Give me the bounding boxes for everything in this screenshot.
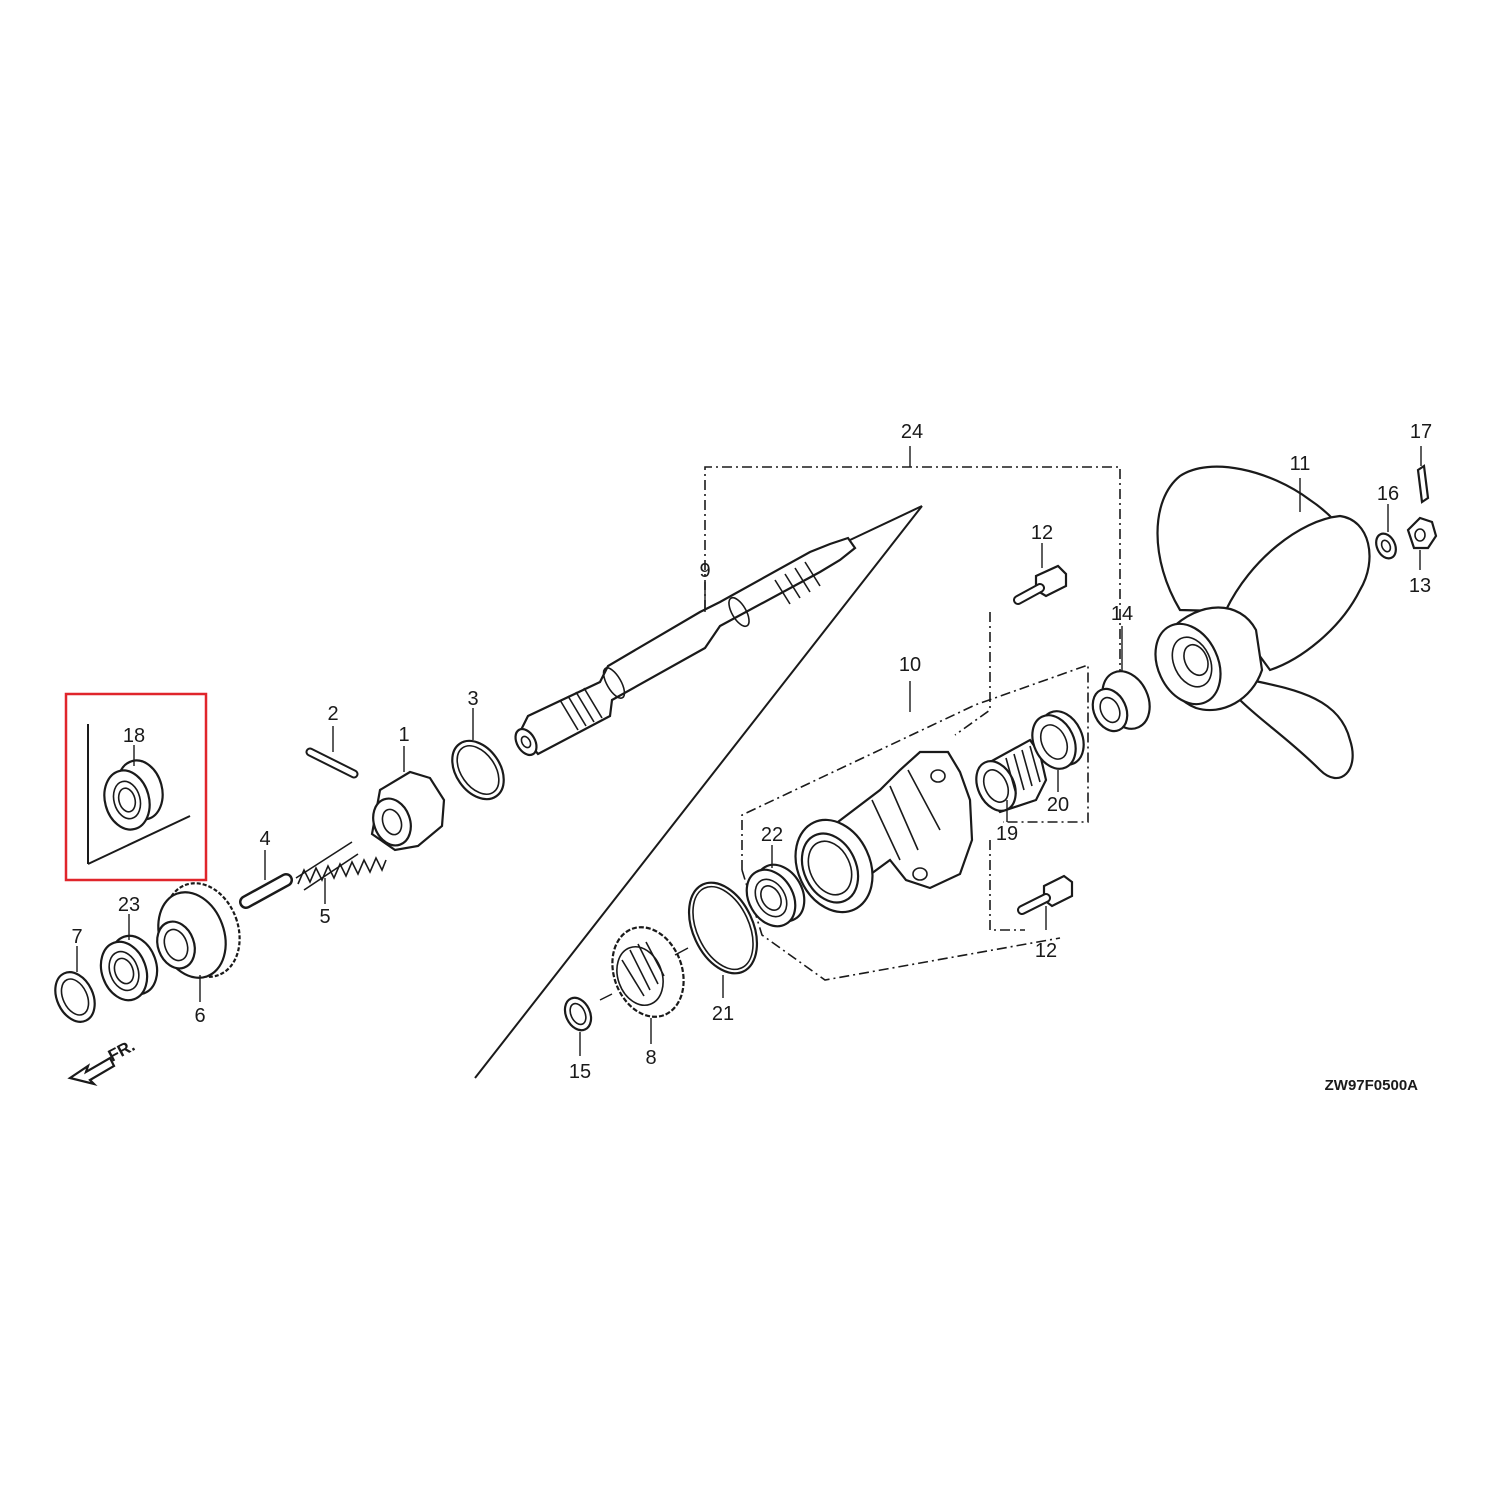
washer-15[interactable]: 15 [560,994,596,1083]
callout-2: 2 [327,703,338,725]
callout-13: 13 [1409,575,1431,597]
bolt-12-bottom[interactable]: 12 [1017,874,1074,962]
washer-16[interactable]: 16 [1372,483,1399,562]
bearing-23[interactable]: 23 [93,894,165,1007]
bearing-22[interactable]: 22 [737,824,814,935]
callout-17: 17 [1410,421,1432,443]
callout-23: 23 [118,894,140,916]
drawing-code: ZW97F0500A [1325,1077,1419,1094]
thrust-washer-14[interactable]: 14 [1086,603,1158,737]
callout-14: 14 [1111,603,1133,625]
front-direction-arrow: FR. [67,1036,138,1087]
propeller-11[interactable]: 11 [1143,453,1371,780]
callout-20: 20 [1047,794,1069,816]
clutch-shifter-1[interactable]: 1 [367,724,446,852]
pin-4[interactable]: 4 [239,828,293,909]
o-ring-21[interactable]: 21 [676,872,771,1025]
bevel-gear-8[interactable]: 8 [599,917,696,1069]
cotter-pin-17[interactable]: 17 [1410,421,1432,504]
callout-5: 5 [319,906,330,928]
callout-1: 1 [398,724,409,746]
bolt-12-top[interactable]: 12 [1013,522,1068,605]
needle-bearing-19[interactable]: 19 [969,738,1048,845]
ring-3[interactable]: 3 [442,688,515,809]
washer-7[interactable]: 7 [48,926,103,1028]
callout-19: 19 [996,823,1018,845]
propeller-shaft-9[interactable]: 9 [511,536,857,759]
callout-4: 4 [259,828,270,850]
assembly-outline [474,505,923,1079]
callout-6: 6 [194,1005,205,1027]
callout-18: 18 [123,725,145,747]
gear-6[interactable]: 6 [147,873,252,1027]
callout-11: 11 [1290,453,1311,475]
callout-7: 7 [71,926,82,948]
callout-15: 15 [569,1061,591,1083]
spring-5[interactable]: 5 [295,841,387,928]
callout-8: 8 [645,1047,656,1069]
callout-10: 10 [899,654,921,676]
callout-12-bottom: 12 [1035,940,1057,962]
callout-21: 21 [712,1003,734,1025]
castle-nut-13[interactable]: 13 [1406,516,1438,597]
callout-3: 3 [467,688,478,710]
bearing-holder-10[interactable] [781,750,974,925]
callout-9: 9 [699,560,710,582]
oil-seal-20[interactable]: 20 [1024,704,1092,816]
bracket-24: 24 [704,421,1121,672]
bearing-18[interactable] [98,755,169,834]
pin-2[interactable]: 2 [305,703,359,779]
callout-24: 24 [901,421,923,443]
callout-12-top: 12 [1031,522,1053,544]
callout-16: 16 [1377,483,1399,505]
highlight-box-18[interactable]: 18 [64,692,208,882]
bracket-12 [954,612,1025,931]
callout-22: 22 [761,824,783,846]
